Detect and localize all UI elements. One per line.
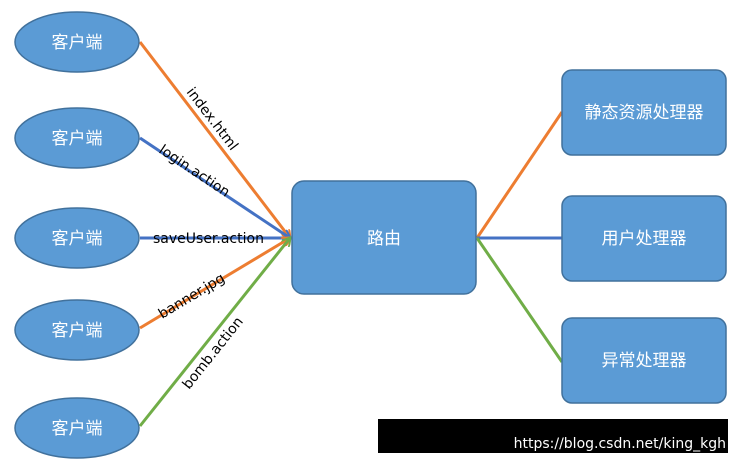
handler-label: 异常处理器 [602, 351, 687, 371]
router-node: 路由 [291, 180, 477, 295]
watermark-bar [378, 419, 728, 453]
edge-label-banner-jpg: banner.jpg [156, 270, 228, 322]
user-handler-node: 用户处理器 [561, 195, 727, 282]
client-node-3: 客户端 [14, 207, 140, 269]
client-node-5: 客户端 [14, 397, 140, 459]
static-resource-handler-node: 静态资源处理器 [561, 69, 727, 156]
error-handler-node: 异常处理器 [561, 317, 727, 404]
edge-label-bomb-action: bomb.action [180, 314, 247, 392]
client-node-1: 客户端 [14, 11, 140, 73]
edge-banner-jpg [139, 238, 290, 330]
watermark-text: https://blog.csdn.net/king_kgh [513, 436, 726, 452]
client-label: 客户端 [52, 321, 103, 341]
edge-bomb-action [138, 238, 290, 427]
handler-label: 用户处理器 [602, 229, 687, 249]
router-label: 路由 [367, 229, 401, 249]
edge-error-handler [475, 237, 564, 363]
edge-login-action [139, 136, 290, 238]
client-node-4: 客户端 [14, 299, 140, 361]
client-label: 客户端 [52, 129, 103, 149]
edge-label-index-html: index.html [183, 85, 241, 154]
client-node-2: 客户端 [14, 107, 140, 169]
client-label: 客户端 [52, 33, 103, 53]
edge-label-login-action: login.action [156, 142, 233, 201]
edge-static-handler [475, 111, 564, 239]
client-label: 客户端 [52, 419, 103, 439]
client-label: 客户端 [52, 229, 103, 249]
edge-label-save-user-action: saveUser.action [153, 231, 264, 247]
edge-index-html [138, 41, 290, 238]
handler-label: 静态资源处理器 [585, 103, 704, 123]
